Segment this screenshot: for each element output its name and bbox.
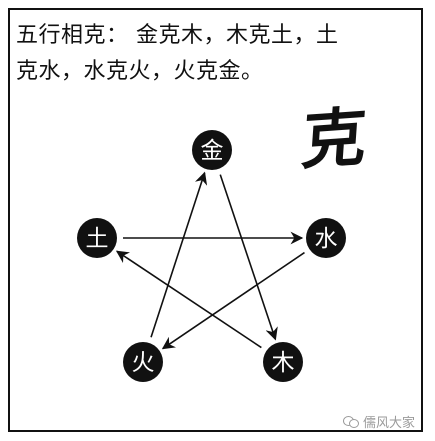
node-circle-earth [77, 218, 117, 258]
node-label-earth: 土 [86, 226, 109, 252]
watermark-text: 儒风大家 [362, 416, 415, 431]
element-nodes: 金水木 火 土 [77, 130, 346, 382]
node-label-wood: 木 [272, 350, 295, 376]
node-circle-wood [263, 342, 303, 382]
node-label-fire: 火 [132, 350, 155, 376]
node-label-water: 水 [315, 226, 338, 252]
node-circle-metal [192, 130, 232, 170]
node-metal: 金 [192, 130, 232, 170]
node-fire: 火 [123, 342, 163, 382]
arrow-wood-to-earth [115, 250, 262, 349]
node-wood: 木 [263, 342, 303, 382]
caption: 五行相克： 金克木，木克土，土 克水，水克火，火克金。 [16, 18, 416, 90]
diagram-frame [8, 8, 423, 432]
arrow-water-to-fire [161, 251, 305, 350]
arrow-metal-to-wood [219, 174, 278, 341]
wechat-icon [342, 415, 359, 428]
node-label-metal: 金 [201, 138, 224, 164]
caption-line-1: 五行相克： 金克木，木克土，土 [16, 23, 339, 48]
watermark: 儒风大家 [342, 412, 415, 431]
arrow-fire-to-metal [150, 171, 208, 338]
node-water: 水 [306, 218, 346, 258]
caption-line-2: 克水，水克火，火克金。 [16, 59, 264, 84]
relation-arrows [115, 171, 305, 350]
node-circle-fire [123, 342, 163, 382]
node-earth: 土 [77, 218, 117, 258]
node-circle-water [306, 218, 346, 258]
